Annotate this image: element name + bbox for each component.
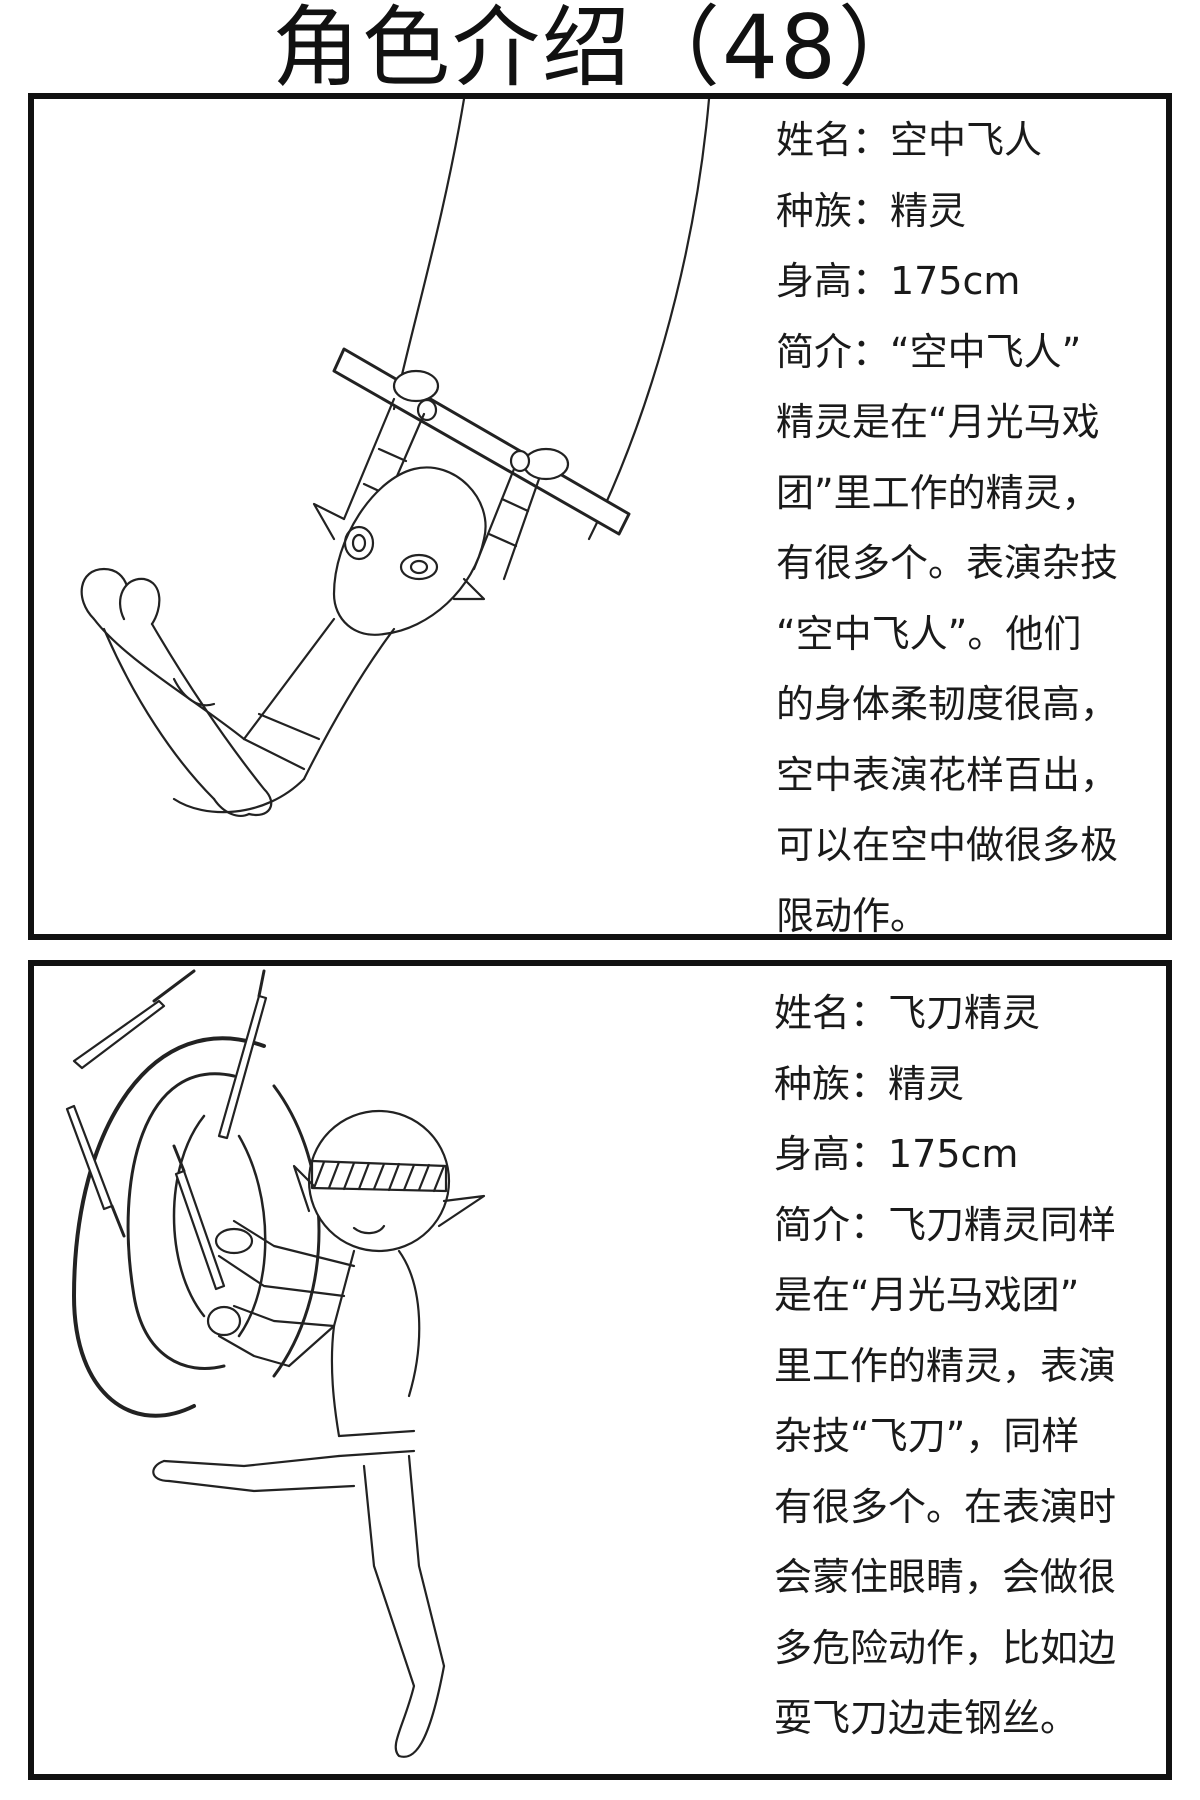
info-line: 里工作的精灵，表演 [774,1343,1117,1388]
info-line: 简介：飞刀精灵同样 [774,1202,1117,1247]
info-line: “空中飞人”。他们 [776,611,1082,656]
info-line: 身高：175cm [774,1132,1019,1176]
info-line: 身高：175cm [776,259,1021,303]
info-line: 姓名：飞刀精灵 [774,991,1041,1035]
info-line: 简介：“空中飞人” [776,329,1082,374]
info-line: 的身体柔韧度很高， [776,682,1119,726]
info-line: 多危险动作，比如边 [774,1625,1117,1670]
info-line: 精灵是在“月光马戏 [776,400,1100,444]
trapeze-elf-illustration [80,99,711,817]
info-line: 耍飞刀边走钢丝。 [774,1696,1079,1740]
info-line: 团”里工作的精灵， [776,470,1100,515]
character-info-trapeze: 姓名：空中飞人 种族：精灵 身高：175cm 简介：“空中飞人” 精灵是在“月光… [776,105,1166,938]
info-line: 限动作。 [776,893,929,938]
character-panel-knife: 姓名：飞刀精灵 种族：精灵 身高：175cm 简介：飞刀精灵同样 是在“月光马戏… [28,960,1172,1780]
info-line: 杂技“飞刀”，同样 [774,1414,1080,1458]
info-line: 有很多个。在表演时 [774,1484,1117,1529]
info-line: 种族：精灵 [774,1061,965,1106]
info-line: 是在“月光马戏团” [774,1273,1080,1317]
info-line: 空中表演花样百出， [776,752,1119,797]
knife-elf-illustration [65,969,486,1758]
info-line: 可以在空中做很多极 [776,823,1119,867]
info-line: 有很多个。表演杂技 [776,541,1119,585]
info-line: 种族：精灵 [776,188,967,233]
character-panel-trapeze: 姓名：空中飞人 种族：精灵 身高：175cm 简介：“空中飞人” 精灵是在“月光… [28,93,1172,940]
info-line: 会蒙住眼睛，会做很 [774,1555,1117,1599]
page-title: 角色介绍（48） [272,0,928,99]
info-line: 姓名：空中飞人 [776,118,1043,162]
character-info-knife: 姓名：飞刀精灵 种族：精灵 身高：175cm 简介：飞刀精灵同样 是在“月光马戏… [774,978,1164,1754]
